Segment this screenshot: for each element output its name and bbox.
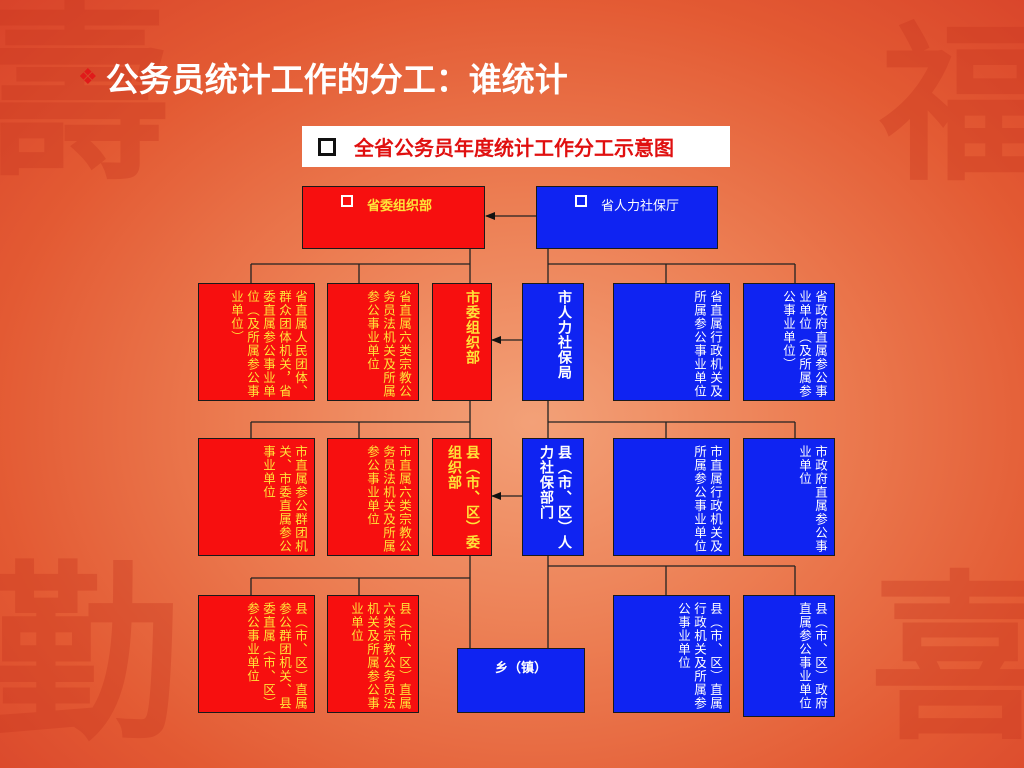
- box-row2-city-admin-orgs-label: 市直属行政机关及所属参公事业单位: [692, 445, 723, 553]
- box-row1-city-party-org: 市委组织部: [432, 283, 492, 401]
- box-row1-provincial-mass-orgs-label: 省直属人民团体、群众团体机关，省委直属参公事业单位（及所属参公事业单位）: [229, 290, 308, 398]
- box-row1-city-hr-bureau-label: 市人力社保局: [556, 290, 572, 380]
- background-calligraphy-top-right: 福: [880, 5, 1024, 205]
- background-calligraphy-top-left: 壽: [0, 0, 171, 206]
- box-row1-city-party-org-label: 市委组织部: [464, 290, 480, 365]
- box-provincial-hr-dept: 省人力社保厅: [536, 186, 718, 249]
- page-title: ❖ 公务员统计工作的分工：谁统计: [78, 52, 568, 102]
- box-row2-city-gov-units-label: 市政府直属参公事业单位: [797, 445, 828, 553]
- box-provincial-hr-dept-label: 省人力社保厅: [601, 199, 680, 214]
- box-row2-city-mass-orgs-label: 市直属参公群团机关、市委直属参公事业单位: [261, 445, 308, 553]
- box-row3-county-gov-units-label: 县（市、区）政府直属参公事业单位: [797, 602, 828, 710]
- box-row3-township: 乡（镇）: [457, 648, 585, 713]
- box-row2-county-hr-dept: 县（市、区）人力社保部门: [522, 438, 584, 556]
- box-provincial-party-org-label: 省委组织部: [367, 199, 433, 214]
- box-row3-county-gov-units: 县（市、区）政府直属参公事业单位: [743, 595, 835, 717]
- box-row2-county-party-org-label: 县（市、区）委组织部: [446, 445, 480, 550]
- box-row3-county-religious-orgs: 县（市、区）直属六类宗教公务员法机关及所属参公事业单位: [327, 595, 419, 713]
- box-row3-county-mass-orgs: 县（市、区）直属参公群团机关、县委直属（市、区）参公事业单位: [198, 595, 315, 713]
- box-row2-city-gov-units: 市政府直属参公事业单位: [743, 438, 835, 556]
- box-row1-provincial-admin-orgs: 省直属行政机关及所属参公事业单位: [613, 283, 730, 401]
- diagram-subtitle-text: 全省公务员年度统计工作分工示意图: [354, 136, 674, 160]
- box-row1-provincial-gov-units-label: 省政府直属参公事业单位（及所属参公事业单位）: [781, 290, 828, 398]
- box-row1-provincial-mass-orgs: 省直属人民团体、群众团体机关，省委直属参公事业单位（及所属参公事业单位）: [198, 283, 315, 401]
- box-row2-county-hr-dept-label: 县（市、区）人力社保部门: [538, 445, 572, 550]
- box-row2-city-religious-orgs: 市直属六类宗教公务员法机关及所属参公事业单位: [327, 438, 419, 556]
- box-row3-county-admin-orgs-label: 县（市、区）直属行政机关及所属参公事业单位: [676, 602, 723, 710]
- box-row2-city-religious-orgs-label: 市直属六类宗教公务员法机关及所属参公事业单位: [365, 445, 412, 553]
- box-row2-city-admin-orgs: 市直属行政机关及所属参公事业单位: [613, 438, 730, 556]
- box-row2-county-party-org: 县（市、区）委组织部: [432, 438, 492, 556]
- box-row1-provincial-religious-orgs: 省直属六类宗教公务员法机关及所属参公事业单位: [327, 283, 419, 401]
- box-row3-township-label: 乡（镇）: [494, 660, 547, 676]
- diamond-bullet-icon: ❖: [78, 64, 98, 90]
- background-calligraphy-bottom-left: 勤: [0, 543, 181, 766]
- box-row3-county-religious-orgs-label: 县（市、区）直属六类宗教公务员法机关及所属参公事业单位: [349, 602, 412, 710]
- box-row2-city-mass-orgs: 市直属参公群团机关、市委直属参公事业单位: [198, 438, 315, 556]
- box-row1-provincial-admin-orgs-label: 省直属行政机关及所属参公事业单位: [692, 290, 723, 398]
- box-row3-county-admin-orgs: 县（市、区）直属行政机关及所属参公事业单位: [613, 595, 730, 713]
- box-row1-provincial-religious-orgs-label: 省直属六类宗教公务员法机关及所属参公事业单位: [365, 290, 412, 398]
- box-provincial-party-org: 省委组织部: [302, 186, 485, 249]
- square-bullet-icon: [575, 195, 587, 207]
- square-bullet-icon: [341, 195, 353, 207]
- background-calligraphy-bottom-right: 喜: [870, 554, 1024, 765]
- box-row3-county-mass-orgs-label: 县（市、区）直属参公群团机关、县委直属（市、区）参公事业单位: [245, 602, 308, 710]
- square-bullet-icon: [318, 137, 336, 156]
- page-title-text: 公务员统计工作的分工：谁统计: [105, 60, 568, 99]
- diagram-subtitle: 全省公务员年度统计工作分工示意图: [302, 126, 730, 167]
- box-row1-provincial-gov-units: 省政府直属参公事业单位（及所属参公事业单位）: [743, 283, 835, 401]
- box-row1-city-hr-bureau: 市人力社保局: [522, 283, 584, 401]
